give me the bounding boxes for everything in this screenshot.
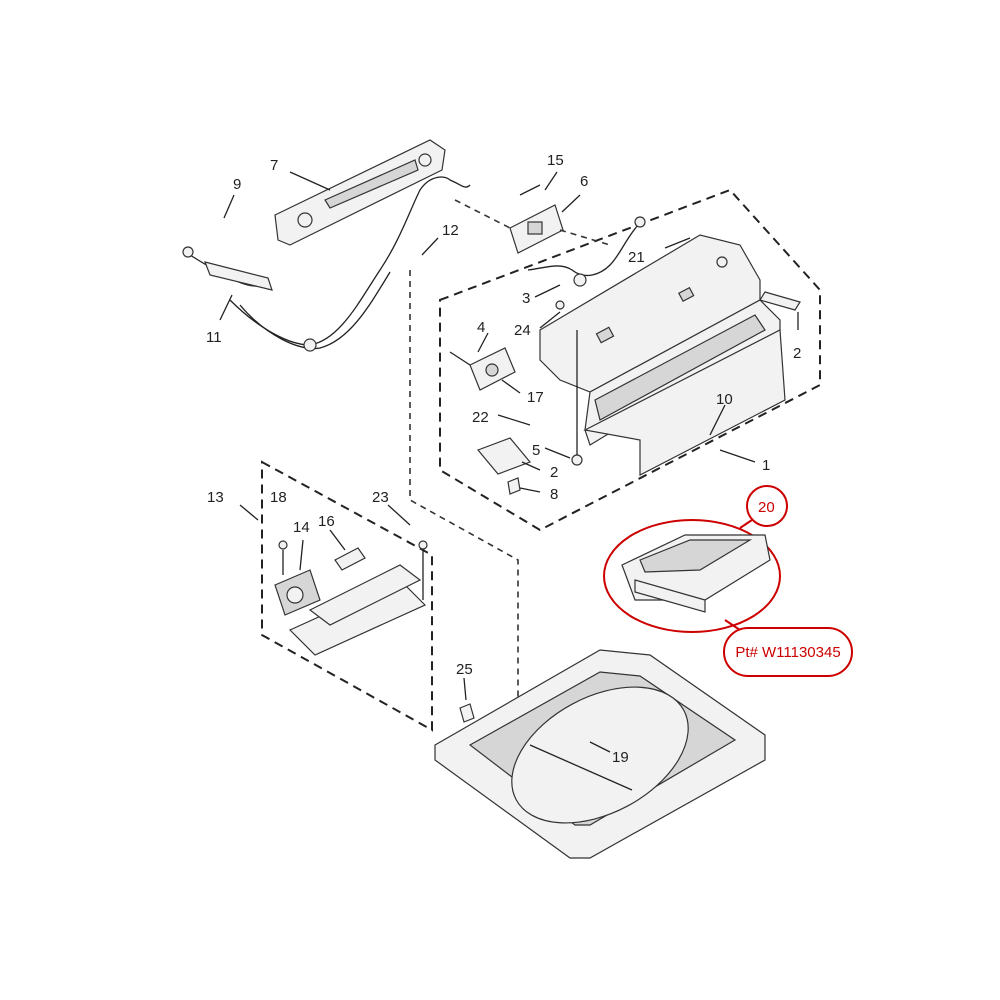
switch-assembly-boundary (261, 460, 433, 732)
callout-22: 22 (472, 409, 489, 426)
part-lid-switch-group (274, 540, 428, 656)
part-wire-harness (182, 176, 471, 352)
part-bracket-right (759, 291, 801, 330)
callout-6: 6 (580, 173, 588, 190)
callout-10: 10 (716, 391, 733, 408)
highlighted-part-group (603, 485, 853, 677)
part-sensor-block (449, 347, 516, 391)
callout-14: 14 (293, 519, 310, 536)
wire-route-dash (409, 270, 519, 710)
callout-25: 25 (456, 661, 473, 678)
callout-1: 1 (762, 457, 770, 474)
part-cable (527, 216, 646, 287)
callout-8: 8 (550, 486, 558, 503)
callout-15: 15 (547, 152, 564, 169)
callout-20: 20 (758, 499, 775, 516)
callout-2-lower: 2 (550, 464, 558, 481)
callout-4: 4 (477, 319, 485, 336)
part-number-text: Pt# W11130345 (735, 644, 840, 661)
callout-23: 23 (372, 489, 389, 506)
callout-7: 7 (270, 157, 278, 174)
callout-13: 13 (207, 489, 224, 506)
leader-lines (219, 171, 756, 753)
callout-16: 16 (318, 513, 335, 530)
callout-5: 5 (532, 442, 540, 459)
callout-11: 11 (206, 329, 222, 346)
highlight-ring (603, 519, 781, 633)
callout-circle-20 (746, 485, 788, 527)
callout-labels: 7 9 11 12 15 6 21 3 24 4 17 22 5 2 8 2 1… (206, 152, 841, 766)
callout-18: 18 (270, 489, 287, 506)
callout-9: 9 (233, 176, 241, 193)
part-switch-module (454, 184, 611, 254)
part-console-body (539, 234, 786, 476)
callout-2-right: 2 (793, 345, 801, 362)
part-control-trim (274, 139, 446, 246)
callout-24: 24 (514, 322, 531, 339)
part-number-badge (723, 627, 853, 677)
part-small-hardware (476, 300, 583, 495)
callout-19: 19 (612, 749, 629, 766)
part-washer-top (434, 649, 766, 859)
callout-12: 12 (442, 222, 459, 239)
callout-21: 21 (628, 249, 645, 266)
callout-17: 17 (527, 389, 544, 406)
callout-3: 3 (522, 290, 530, 307)
